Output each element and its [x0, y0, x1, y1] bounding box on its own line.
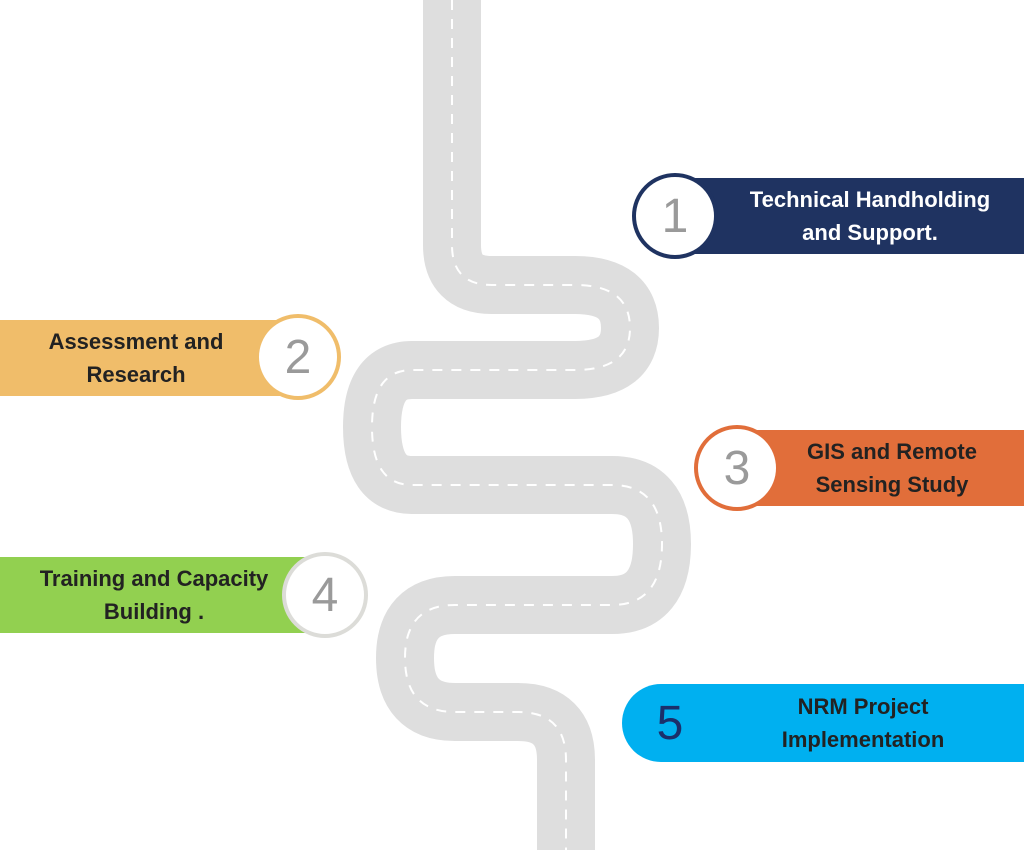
step-3-number: 3	[723, 441, 751, 495]
step-1-number-circle: 1	[632, 173, 718, 259]
step-2-number: 2	[284, 330, 312, 384]
step-5-text-line2: Implementation	[781, 727, 945, 752]
step-5-text-line1: NRM Project	[797, 694, 929, 719]
step-4-text-line2: Building .	[103, 599, 205, 624]
step-4-number-circle: 4	[282, 552, 368, 638]
step-1-banner: Technical Handholding and Support.	[690, 178, 1024, 254]
step-4-number: 4	[311, 568, 339, 622]
step-4-text-line1: Training and Capacity	[39, 566, 269, 591]
step-4-banner: Training and Capacity Building .	[0, 557, 318, 633]
road-center-dashes	[370, 0, 664, 850]
step-2-number-circle: 2	[255, 314, 341, 400]
step-3-text-line2: Sensing Study	[815, 472, 969, 497]
step-1-text-line2: and Support.	[802, 220, 938, 245]
step-1-text-line1: Technical Handholding	[749, 187, 991, 212]
step-3-text-line1: GIS and Remote	[807, 439, 977, 464]
step-3-banner: GIS and Remote Sensing Study	[752, 430, 1024, 506]
step-2-text-line2: Research	[86, 362, 186, 387]
step-5-number-circle: 5	[628, 688, 712, 758]
step-2-banner: Assessment and Research	[0, 320, 292, 396]
step-1-number: 1	[661, 189, 689, 243]
step-3-number-circle: 3	[694, 425, 780, 511]
step-5-banner: NRM Project Implementation	[622, 684, 1024, 762]
step-5-number: 5	[656, 696, 684, 750]
winding-road	[343, 0, 691, 850]
step-2-text-line1: Assessment and	[48, 329, 224, 354]
